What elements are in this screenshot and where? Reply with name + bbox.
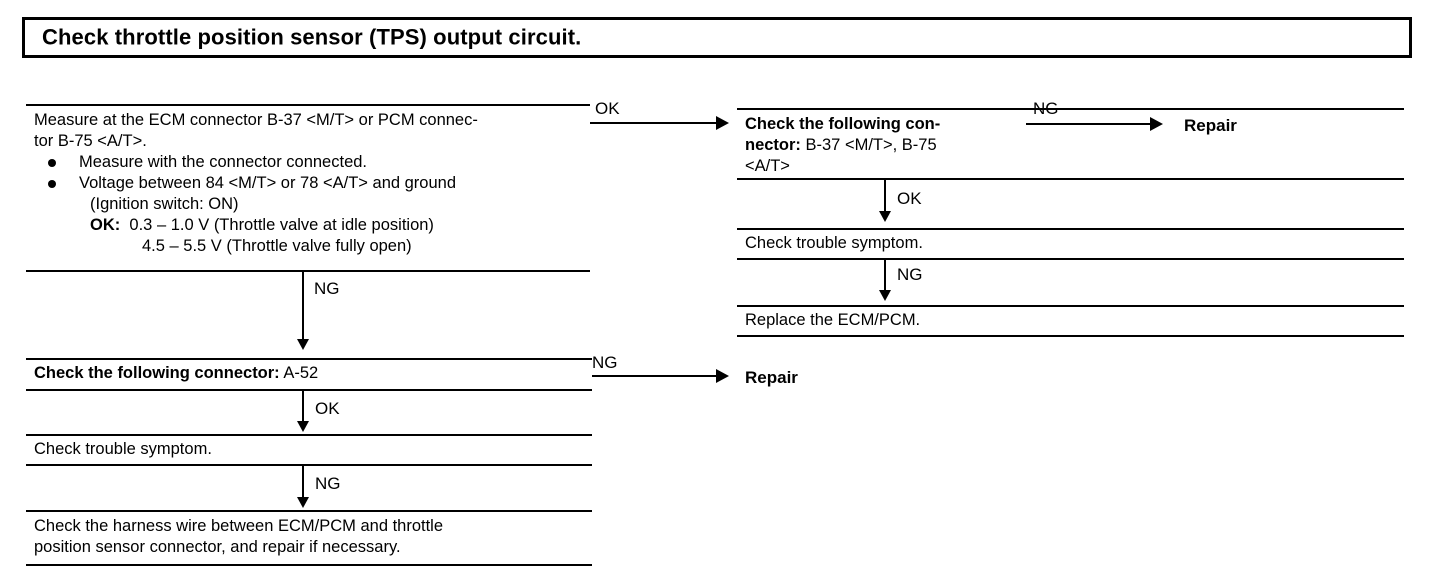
arrow-down-icon: [297, 497, 309, 508]
connector-line-a52-to-repair: [592, 375, 718, 377]
measure-line-2: tor B-75 <A/T>.: [34, 132, 147, 150]
measure-bullet-2-row: Voltage between 84 <M/T> or 78 <A/T> and…: [34, 173, 590, 194]
measure-ok-value-2: 4.5 – 5.5 V (Throttle valve fully open): [142, 237, 412, 255]
measure-line-1: Measure at the ECM connector B-37 <M/T> …: [34, 111, 478, 129]
connector-label-symptom-to-harness: NG: [315, 474, 341, 493]
check-trouble-symptom-left-text: Check trouble symptom.: [34, 440, 212, 458]
check-connector-b-line-2-bold: nector:: [745, 136, 801, 154]
connector-line-symptom-to-replace: [884, 260, 886, 297]
arrow-down-icon: [297, 339, 309, 350]
check-connector-a52-value: A-52: [279, 364, 319, 382]
check-harness-line-2: position sensor connector, and repair if…: [34, 538, 401, 556]
arrow-down-icon: [297, 421, 309, 432]
check-connector-b-line-2: nector: B-37 <M/T>, B-75: [745, 135, 1404, 156]
connector-label-measure-to-check: OK: [595, 99, 620, 118]
measure-bullet-1: Measure with the connector connected.: [79, 153, 368, 171]
measure-ok-row-1: OK: 0.3 – 1.0 V (Throttle valve at idle …: [34, 215, 590, 236]
step-box-check-connector-a52: Check the following connector: A-52: [26, 358, 592, 391]
connector-line-measure-to-check: [590, 122, 718, 124]
measure-ok-label: OK:: [90, 216, 121, 234]
page-title: Check throttle position sensor (TPS) out…: [42, 23, 582, 49]
connector-label-checkconn-to-repair: NG: [1033, 99, 1059, 118]
check-connector-a52-bold: Check the following connector:: [34, 364, 280, 382]
step-box-check-trouble-symptom-right: Check trouble symptom.: [737, 228, 1404, 260]
arrow-right-icon: [716, 369, 729, 383]
replace-ecm-text: Replace the ECM/PCM.: [745, 311, 921, 329]
check-connector-b-line-3: <A/T>: [745, 157, 790, 175]
bullet-icon: [48, 159, 56, 167]
result-repair-bottom: Repair: [745, 368, 798, 387]
check-harness-line-1: Check the harness wire between ECM/PCM a…: [34, 517, 444, 535]
connector-line-checkconn-to-symptom: [884, 180, 886, 218]
connector-label-a52-to-symptom: OK: [315, 399, 340, 418]
check-trouble-symptom-right-text: Check trouble symptom.: [745, 234, 923, 252]
result-repair-top: Repair: [1184, 116, 1237, 135]
measure-ok-value-1: 0.3 – 1.0 V (Throttle valve at idle posi…: [129, 216, 434, 234]
step-box-check-harness: Check the harness wire between ECM/PCM a…: [26, 510, 592, 566]
check-connector-b-line-2-value: B-37 <M/T>, B-75: [800, 136, 937, 154]
measure-bullet-1-row: Measure with the connector connected.: [34, 152, 590, 173]
check-connector-b-line-1: Check the following con-: [745, 114, 1404, 135]
connector-line-a52-to-symptom: [302, 391, 304, 428]
connector-line-measure-to-a52: [302, 272, 304, 346]
step-box-replace-ecm: Replace the ECM/PCM.: [737, 305, 1404, 337]
connector-line-symptom-to-harness: [302, 466, 304, 504]
measure-bullet-2b: (Ignition switch: ON): [90, 195, 239, 213]
step-box-measure: Measure at the ECM connector B-37 <M/T> …: [26, 104, 590, 272]
arrow-right-icon: [716, 116, 729, 130]
step-box-check-trouble-symptom-left: Check trouble symptom.: [26, 434, 592, 466]
connector-label-a52-to-repair: NG: [592, 353, 618, 372]
arrow-down-icon: [879, 290, 891, 301]
check-connector-b-line-1-bold: Check the following con-: [745, 115, 941, 133]
arrow-down-icon: [879, 211, 891, 222]
connector-label-symptom-to-replace: NG: [897, 265, 923, 284]
connector-line-checkconn-to-repair: [1026, 123, 1152, 125]
measure-bullet-2a: Voltage between 84 <M/T> or 78 <A/T> and…: [79, 174, 457, 192]
arrow-right-icon: [1150, 117, 1163, 131]
page-title-box: Check throttle position sensor (TPS) out…: [22, 17, 1412, 58]
bullet-icon: [48, 180, 56, 188]
step-box-check-connector-b37-b75: Check the following con- nector: B-37 <M…: [737, 108, 1404, 180]
connector-label-measure-to-a52: NG: [314, 279, 340, 298]
connector-label-checkconn-to-symptom: OK: [897, 189, 922, 208]
check-connector-a52-text: Check the following connector: A-52: [34, 363, 592, 384]
